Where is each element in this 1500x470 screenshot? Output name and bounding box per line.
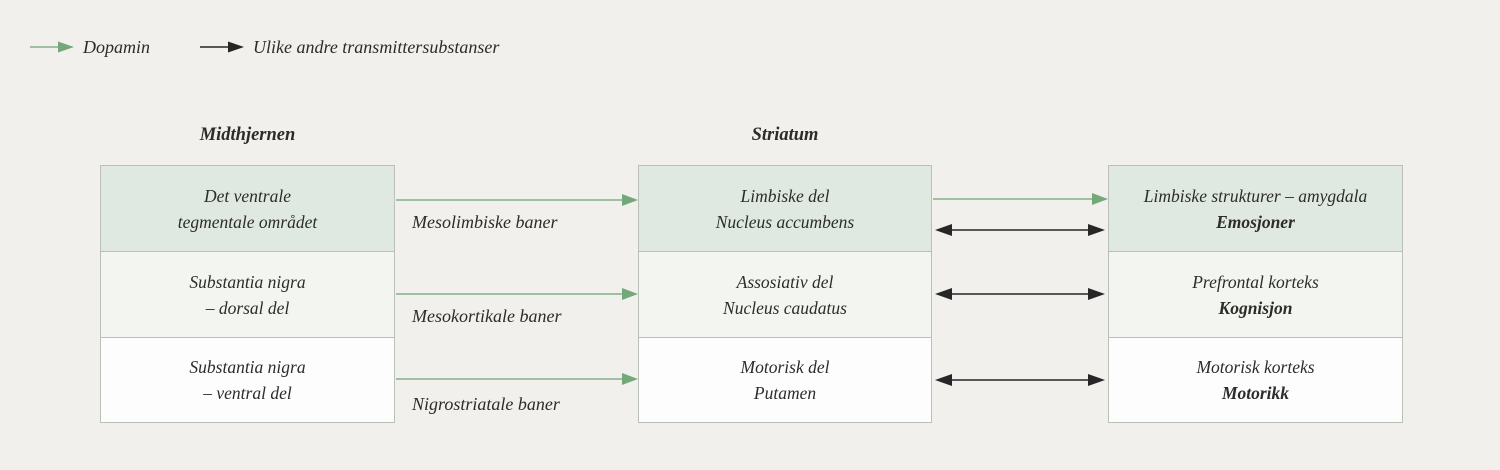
box-line2: tegmentale området <box>177 211 318 232</box>
label-mesolimbiske-baner: Mesolimbiske baner <box>412 212 558 232</box>
box-line1: Substantia nigra <box>189 357 306 377</box>
box-line1: Substantia nigra <box>189 271 306 292</box>
box-line2: Emosjoner <box>1216 211 1295 232</box>
box-line1: Limbiske del <box>740 185 830 206</box>
mesocortical-dopamine-arrow <box>396 288 638 300</box>
box-prefrontal-korteks: Prefrontal korteks Kognisjon <box>1109 251 1402 337</box>
nigrostriatal-dopamine-arrow <box>396 373 638 385</box>
other-transmitters-arrow-icon <box>200 41 244 53</box>
box-line2: Motorikk <box>1221 383 1290 403</box>
box-nucleus-accumbens: Limbiske del Nucleus accumbens <box>639 166 931 251</box>
box-substantia-nigra-dorsal: Substantia nigra – dorsal del <box>101 251 394 337</box>
motor-bidirectional-arrow <box>935 374 1105 386</box>
header-striatum: Striatum <box>751 125 819 145</box>
box-substantia-nigra-ventral: Substantia nigra – ventral del <box>101 337 394 422</box>
box-line1: Motorisk korteks <box>1196 357 1315 377</box>
legend-dopamin-label: Dopamin <box>83 36 150 57</box>
legend-other-transmitters-label: Ulike andre transmittersubstanser <box>253 36 500 57</box>
label-mesokortikale-baner: Mesokortikale baner <box>412 306 562 326</box>
box-line1: Assosiativ del <box>736 271 834 292</box>
box-putamen: Motorisk del Putamen <box>639 337 931 422</box>
box-line2: Nucleus caudatus <box>723 297 847 318</box>
legend: Dopamin Ulike andre transmittersubstanse… <box>30 34 499 60</box>
box-line2: – dorsal del <box>205 297 290 318</box>
box-motorisk-korteks: Motorisk korteks Motorikk <box>1109 337 1402 422</box>
box-line1: Prefrontal korteks <box>1192 271 1319 292</box>
column-striatum: Limbiske del Nucleus accumbens Assosiati… <box>638 165 932 423</box>
box-ventrale-tegmentale: Det ventrale tegmentale området <box>101 166 394 251</box>
box-line2: Kognisjon <box>1218 297 1293 318</box>
box-line2: – ventral del <box>203 383 292 403</box>
box-line1: Limbiske strukturer – amygdala <box>1143 185 1368 206</box>
associative-bidirectional-arrow <box>935 288 1105 300</box>
striatum-to-amygdala-dopamine-arrow <box>933 193 1108 205</box>
box-limbiske-strukturer: Limbiske strukturer – amygdala Emosjoner <box>1109 166 1402 251</box>
limbic-bidirectional-arrow <box>935 224 1105 236</box>
mesolimbic-dopamine-arrow <box>396 194 638 206</box>
box-line1: Motorisk del <box>740 357 830 377</box>
column-midthjernen: Det ventrale tegmentale området Substant… <box>100 165 395 423</box>
box-nucleus-caudatus: Assosiativ del Nucleus caudatus <box>639 251 931 337</box>
box-line2: Nucleus accumbens <box>715 211 855 232</box>
dopamine-arrow-icon <box>30 41 74 53</box>
box-line1: Det ventrale <box>204 185 291 206</box>
label-nigrostriatale-baner: Nigrostriatale baner <box>412 394 560 414</box>
header-midthjernen: Midthjernen <box>199 125 296 145</box>
box-line2: Putamen <box>753 383 817 403</box>
column-target-structures: Limbiske strukturer – amygdala Emosjoner… <box>1108 165 1403 423</box>
